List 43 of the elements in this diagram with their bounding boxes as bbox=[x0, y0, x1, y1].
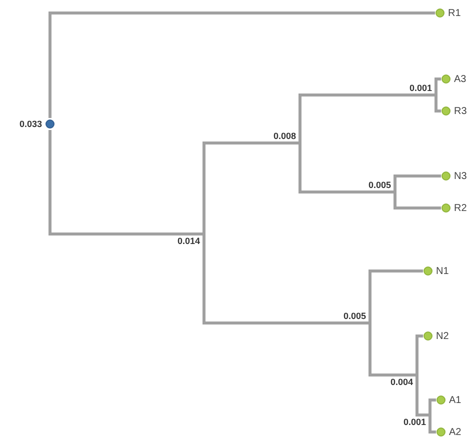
branch-value: 0.001 bbox=[396, 81, 436, 95]
tree-branch bbox=[298, 94, 436, 143]
tree-branch bbox=[48, 130, 204, 236]
leaf-node: N2 bbox=[423, 329, 449, 343]
tree-branch bbox=[428, 398, 436, 415]
tree-branch bbox=[394, 192, 441, 210]
branch-value: 0.004 bbox=[377, 375, 417, 389]
node-label: N2 bbox=[436, 330, 449, 342]
leaf-node: R1 bbox=[435, 6, 461, 20]
tree-branch bbox=[434, 78, 441, 95]
leaf-node: A3 bbox=[441, 72, 466, 86]
node-label: A1 bbox=[449, 394, 462, 406]
leaf-node: A1 bbox=[436, 393, 462, 407]
tree-branch bbox=[394, 174, 441, 192]
branch-value: 0.001 bbox=[390, 415, 430, 429]
node-label: A3 bbox=[454, 74, 466, 84]
node-label: A2 bbox=[449, 426, 462, 438]
branch-value: 0.005 bbox=[355, 178, 395, 192]
leaf-node: N1 bbox=[423, 264, 449, 278]
tree-branch bbox=[202, 234, 370, 324]
node-label: R1 bbox=[448, 8, 461, 18]
tree-branch bbox=[368, 270, 423, 323]
root-node: 0.033 bbox=[4, 118, 56, 130]
node-label: N3 bbox=[454, 170, 467, 182]
leaf-node: A2 bbox=[436, 425, 462, 439]
node-label: R2 bbox=[454, 202, 467, 214]
tree-branch bbox=[428, 415, 436, 434]
tree-branch bbox=[434, 95, 441, 112]
leaf-node: R2 bbox=[441, 201, 467, 215]
tree-branch bbox=[416, 375, 430, 416]
branch-value: 0.014 bbox=[164, 234, 204, 248]
tree-branch bbox=[416, 334, 423, 375]
node-label: 0.033 bbox=[19, 119, 42, 129]
leaf-node: N3 bbox=[441, 169, 467, 183]
branch-value: 0.008 bbox=[260, 129, 300, 143]
tree-branch bbox=[48, 12, 435, 118]
tree-branch bbox=[202, 142, 300, 234]
branch-value: 0.005 bbox=[330, 309, 370, 323]
leaf-node: R3 bbox=[441, 104, 467, 118]
tree-branch bbox=[368, 323, 417, 376]
node-label: N1 bbox=[436, 266, 449, 276]
tree-branch bbox=[298, 143, 395, 194]
node-label: R3 bbox=[454, 106, 467, 116]
